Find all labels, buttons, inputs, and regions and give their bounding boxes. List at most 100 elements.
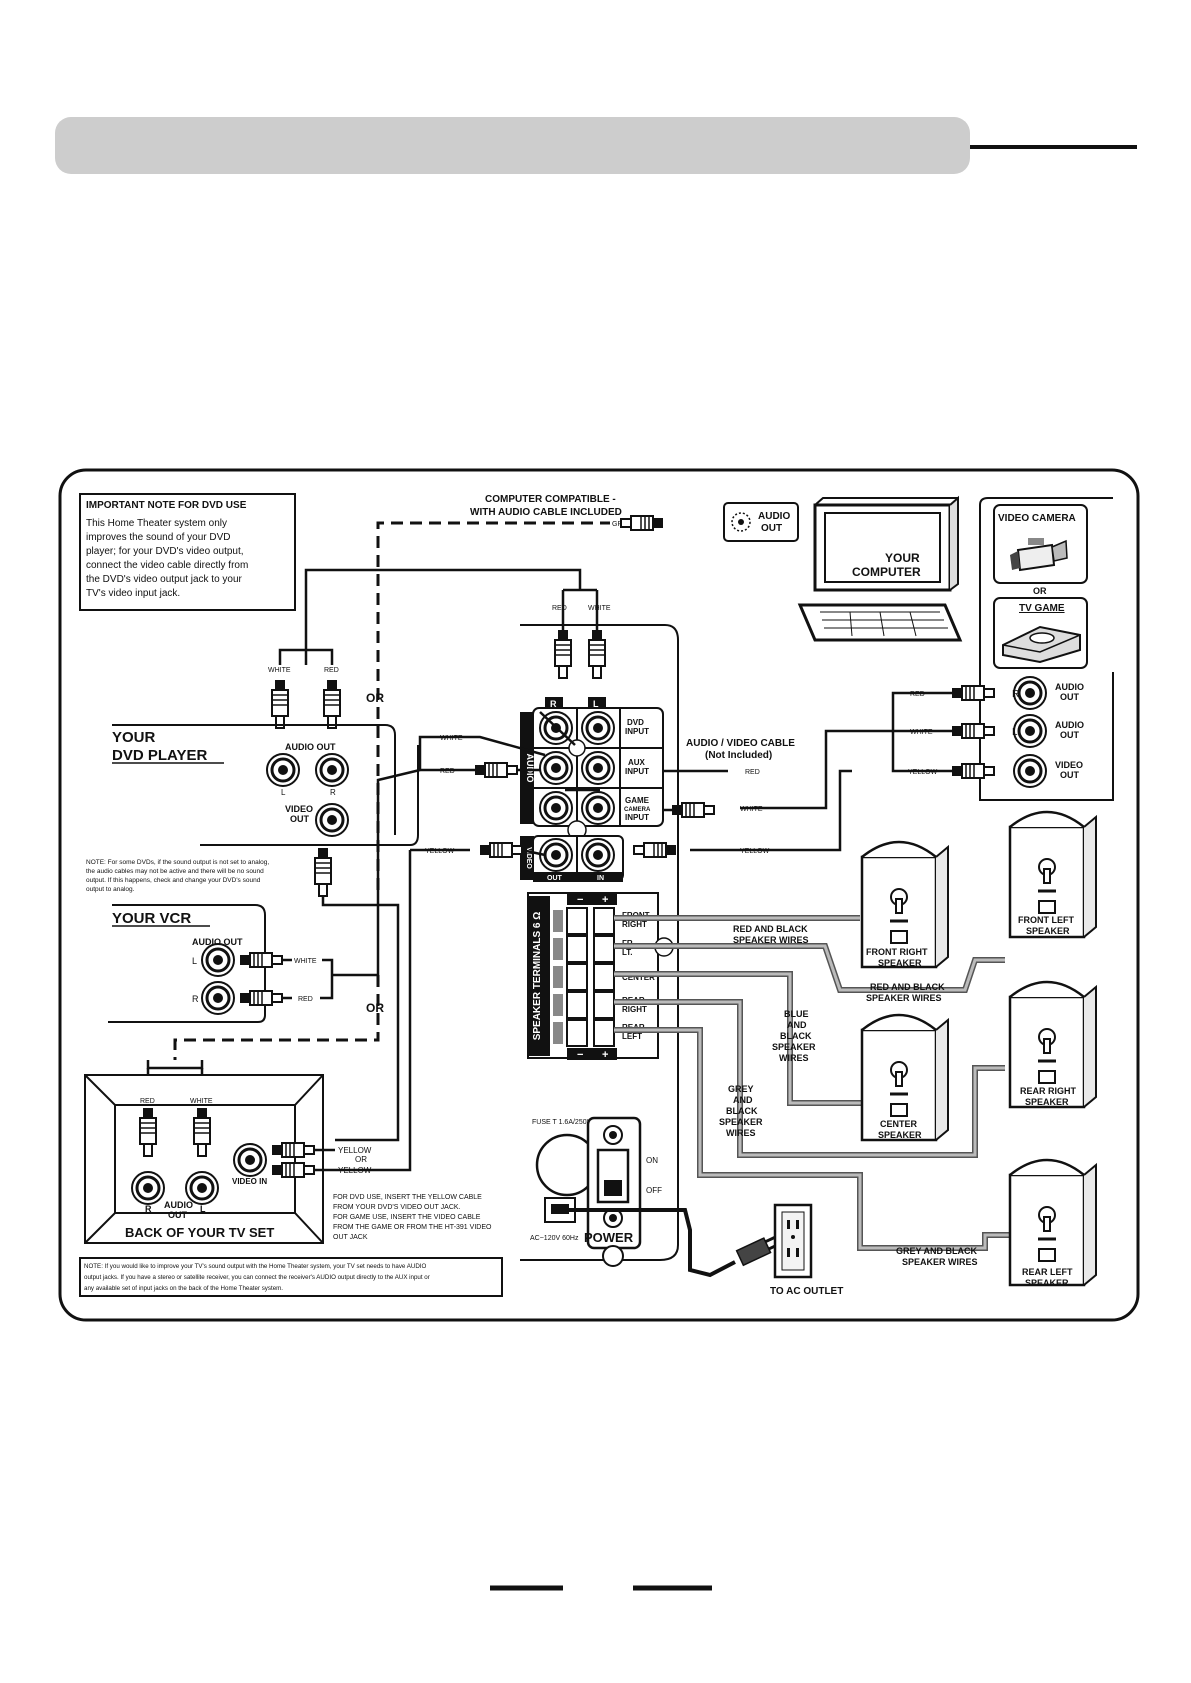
wire-label: BLUE [784,1009,809,1019]
wire-label: AND [787,1020,807,1030]
game-input-label: CAMERA [624,807,651,813]
game-input-label: GAME [625,796,650,805]
minus-label: − [577,1049,583,1061]
l-label: L [1012,727,1018,738]
computer-banner: COMPUTER COMPATIBLE - [485,494,616,505]
l-label: L [593,699,599,709]
speaker-terminals-label: SPEAKER TERMINALS 6 Ω [532,912,543,1041]
dvd-player-label: DVD PLAYER [112,747,207,764]
front-right-speaker: FRONT RIGHT SPEAKER [860,840,950,969]
bottom-note-line: NOTE: If you would like to improve your … [84,1263,427,1270]
wire-label: RED AND BLACK [870,982,945,992]
audio-panel-label: AUDIO [525,754,535,783]
l-label: L [281,788,286,797]
bottom-note-line: output jacks. If you have a stereo or sa… [84,1274,430,1281]
computer-label: YOUR [885,551,920,565]
rear-left-terminal-label: LEFT [622,1032,642,1041]
audio-out-label: AUDIO [1055,682,1084,692]
terminal-row [553,907,615,935]
audio-out-label: AUDIO OUT [192,937,243,947]
note-line: TV's video input jack. [86,588,180,599]
note-line: connect the video cable directly from [86,560,248,571]
video-out-label: OUT [1060,770,1080,780]
computer-section: COMPUTER COMPATIBLE - WITH AUDIO CABLE I… [376,494,963,890]
game-input-label: INPUT [625,813,649,822]
power-label: POWER [584,1230,634,1245]
video-out-label: OUT [290,814,310,824]
terminal-row [553,935,615,963]
dvd-input-label: DVD [627,718,644,727]
wire-label: SPEAKER WIRES [733,935,809,945]
white-label: WHITE [440,735,463,742]
wire-label: BLACK [726,1106,758,1116]
bottom-note: NOTE: If you would like to improve your … [79,1257,503,1297]
video-out-label: VIDEO [1055,760,1083,770]
plus-label: + [602,894,608,906]
dvd-player-section: WHITE RED YOUR DVD PLAYER AUDIO OUT L R … [86,648,546,1142]
diagram-frame [58,468,1140,1322]
tv-label: BACK OF YOUR TV SET [125,1225,274,1240]
audio-out-label: OUT [168,1210,188,1220]
wire-label: WIRES [726,1128,756,1138]
note-line: player; for your DVD's video output, [86,546,244,557]
r-label: R [550,699,557,709]
dvd-use-note-line: FOR DVD USE, INSERT THE YELLOW CABLE [333,1194,482,1201]
tv-set-section: RED WHITE R AUDIO OUT L VIDEO IN BACK OF… [84,1060,372,1244]
white-label: WHITE [740,806,763,813]
center-speaker: CENTER SPEAKER [860,1013,950,1142]
red-label: RED [324,667,339,674]
audio-out-label: OUT [1060,730,1080,740]
speaker-label: REAR LEFT [1022,1267,1073,1277]
terminal-row [553,963,615,991]
audio-out-label: OUT [1060,692,1080,702]
front-right-terminal-label: RIGHT [622,920,647,929]
l-label: L [200,1204,206,1214]
speaker-label: FRONT RIGHT [866,947,928,957]
camera-game-panel: VIDEO CAMERA OR TV GAME R L AUDIO OUT AU… [891,497,1114,801]
red-label: RED [910,691,925,698]
dvd-note-line: the audio cables may not be active and t… [86,868,264,875]
white-label: WHITE [294,958,317,965]
red-label: RED [552,605,567,612]
dvd-note-line: output. If this happens, check and chang… [86,877,261,884]
video-out-label: OUT [547,875,563,882]
speaker-label: CENTER [880,1119,918,1129]
r-label: R [145,1204,152,1214]
speaker-label: FRONT LEFT [1018,915,1074,925]
dvd-player-label: YOUR [112,729,156,746]
dvd-note-line: NOTE: For some DVDs, if the sound output… [86,859,269,866]
note-line: This Home Theater system only [86,518,227,529]
fuse-label: FUSE T 1.6A/250V [532,1119,592,1126]
video-in-label: VIDEO IN [232,1177,267,1186]
dvd-input-label: INPUT [625,727,649,736]
front-left-speaker: FRONT LEFT SPEAKER [1008,810,1098,939]
speaker-label: REAR RIGHT [1020,1086,1077,1096]
l-label: L [192,956,197,966]
red-label: RED [440,768,455,775]
power-on-label: ON [646,1156,658,1165]
wire-label: WIRES [779,1053,809,1063]
dvd-use-note-line: OUT JACK [333,1234,368,1241]
rear-right-speaker: REAR RIGHT SPEAKER [1008,980,1098,1109]
power-section: FUSE T 1.6A/250V ON OFF AC~120V 60Hz POW… [530,1116,662,1267]
yellow-label: YELLOW [740,848,770,855]
video-out-cable: YELLOW [335,842,546,1172]
wire-label: SPEAKER WIRES [902,1257,978,1267]
speaker-label: SPEAKER [1025,1097,1069,1107]
av-cable-label: (Not Included) [705,750,772,761]
header-bar [55,117,970,174]
video-camera-label: VIDEO CAMERA [998,513,1076,524]
note-line: the DVD's video output jack to your [86,574,243,585]
rear-right-terminal-label: RIGHT [622,1005,647,1014]
speaker-label: SPEAKER [878,1130,922,1140]
white-label: WHITE [268,667,291,674]
video-panel-label: VIDEO [525,847,532,869]
dvd-important-note: IMPORTANT NOTE FOR DVD USE This Home The… [79,493,296,611]
aux-input-label: AUX [628,758,646,767]
wire-label: SPEAKER WIRES [866,993,942,1003]
r-label: R [192,994,199,1004]
speaker-label: SPEAKER [878,958,922,968]
yellow-label: YELLOW [338,1146,372,1155]
white-label: WHITE [910,729,933,736]
